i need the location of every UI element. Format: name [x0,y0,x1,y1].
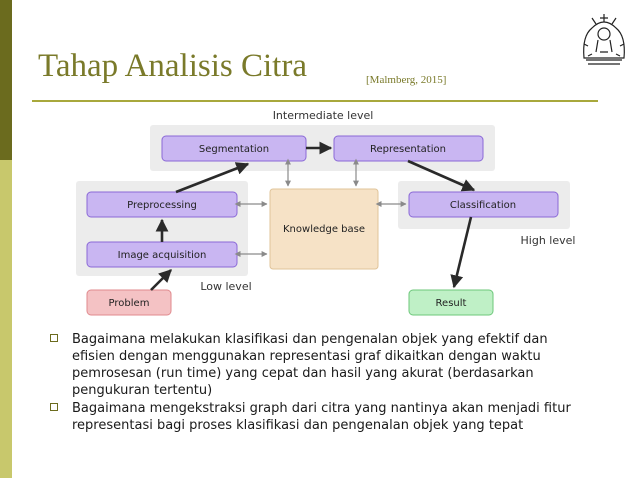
arrow-problem-to-acquisition [150,269,172,291]
preprocessing-label: Preprocessing [127,200,197,211]
title-underline [32,100,598,102]
sidebar-stripe-dark [0,0,12,160]
arrow-representation-to-classification [407,159,476,192]
bullet-text: Bagaimana melakukan klasifikasi dan peng… [72,332,548,398]
knowledge-base-node [269,188,379,270]
arrow-classification-to-result [450,216,473,289]
problem-label: Problem [109,298,150,309]
image-analysis-diagram: Intermediate level Low level High level … [76,109,576,316]
knowledge-base-label: Knowledge base [283,224,365,235]
intermediate-level-label: Intermediate level [273,109,374,122]
bullet-list: Bagaimana melakukan klasifikasi dan peng… [40,331,580,435]
classification-label: Classification [450,200,516,211]
sidebar-stripe [0,0,12,478]
image-acquisition-label: Image acquisition [118,250,207,261]
sidebar-stripe-light [0,160,12,478]
result-node [408,289,494,316]
slide-title: Tahap Analisis Citra [38,48,307,84]
bullet-item: Bagaimana mengekstraksi graph dari citra… [40,400,580,434]
result-label: Result [436,298,467,309]
low-level-label: Low level [200,280,251,293]
segmentation-label: Segmentation [199,144,269,155]
bullet-item: Bagaimana melakukan klasifikasi dan peng… [40,331,580,399]
classification-node [408,191,559,218]
bullet-text: Bagaimana mengekstraksi graph dari citra… [72,401,571,433]
high-level-label: High level [521,234,576,247]
problem-node [86,289,172,316]
square-bullet-icon [50,334,58,342]
arrow-preprocessing-to-segmentation [175,162,250,194]
square-bullet-icon [50,403,58,411]
slide-citation: [Malmberg, 2015] [366,74,447,86]
university-seal-icon [583,14,625,65]
representation-label: Representation [370,144,446,155]
